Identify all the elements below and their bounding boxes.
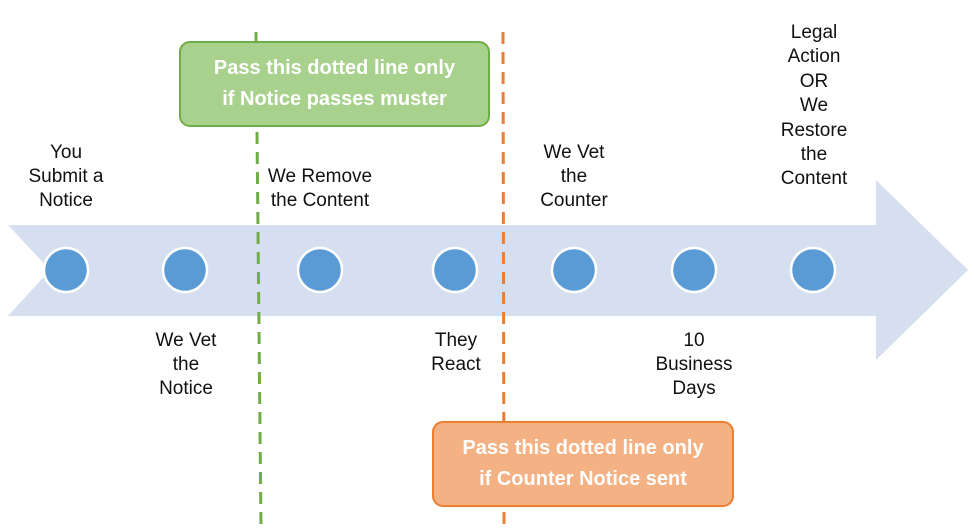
timeline-node-remove-content xyxy=(296,246,344,294)
timeline-nodes xyxy=(42,246,837,294)
step-label-vet-counter: We Vet the Counter xyxy=(540,142,608,211)
timeline-node-vet-notice xyxy=(161,246,209,294)
step-label-they-react: They React xyxy=(431,330,481,375)
notice-gate-box: Pass this dotted line only if Notice pas… xyxy=(179,41,490,127)
counter-gate-box: Pass this dotted line only if Counter No… xyxy=(432,421,734,507)
step-label-remove-content: We Remove the Content xyxy=(267,166,373,211)
counter-gate-dashed-line xyxy=(501,31,506,529)
timeline-node-legal-action-or-restore xyxy=(789,246,837,294)
timeline-node-submit-notice xyxy=(42,246,90,294)
step-label-submit-notice: You Submit a Notice xyxy=(28,142,104,211)
timeline-node-they-react xyxy=(431,246,479,294)
timeline-node-vet-counter xyxy=(550,246,598,294)
step-label-legal-action-or-restore: Legal Action OR We Restore the Content xyxy=(780,22,848,190)
timeline-node-10-business-days xyxy=(670,246,718,294)
step-label-10-business-days: 10 Business Days xyxy=(655,330,733,399)
step-label-vet-notice: We Vet the Notice xyxy=(155,330,217,399)
timeline-arrow xyxy=(8,180,968,360)
